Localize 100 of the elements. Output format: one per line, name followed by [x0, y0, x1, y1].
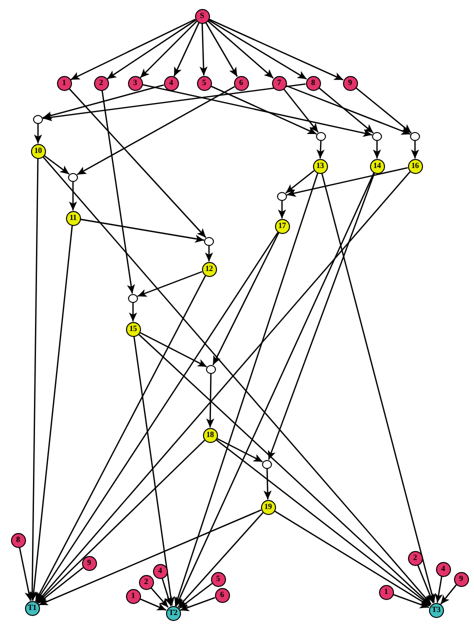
node-circle: 15: [126, 322, 140, 336]
arrow: [80, 218, 204, 243]
arrow: [70, 18, 196, 80]
arrow: [316, 140, 325, 159]
arrow: [216, 438, 263, 462]
arrow: [150, 587, 169, 608]
arrow: [106, 20, 196, 80]
arrow: [76, 86, 235, 176]
arrow: [138, 334, 431, 606]
arrow: [321, 173, 436, 603]
arrow: [38, 509, 262, 606]
arrow: [178, 512, 264, 608]
node-circle: 8: [10, 532, 26, 548]
node-circle: 6: [234, 76, 248, 90]
node-circle: 13: [312, 158, 328, 174]
junction-circle: [33, 114, 43, 124]
node-circle: 1: [56, 76, 72, 90]
arrow: [210, 86, 317, 135]
node-circle: 9: [342, 76, 358, 90]
node-circle: 8: [306, 76, 320, 90]
arrow: [268, 172, 375, 460]
node-circle: 4: [152, 564, 168, 578]
junction-circle: [372, 132, 382, 140]
node-circle: 2: [408, 550, 422, 566]
arrow: [42, 83, 306, 122]
junction-circle: [262, 460, 272, 468]
node-circle: 11: [66, 210, 80, 226]
arrow: [410, 140, 420, 158]
arrow: [372, 140, 382, 158]
arrow: [68, 182, 78, 210]
arrow: [42, 84, 164, 120]
arrow: [178, 582, 212, 610]
node-circle: 2: [94, 76, 108, 90]
arrow: [36, 232, 278, 602]
arrow: [286, 85, 411, 135]
node-circle: 9: [454, 572, 468, 586]
node-circle: 6: [214, 588, 230, 602]
arrow: [204, 246, 214, 262]
junction-circle: [410, 132, 420, 140]
junction-circle: [277, 192, 287, 200]
arrow: [68, 88, 206, 238]
arrow: [440, 584, 457, 605]
arrow: [417, 564, 434, 604]
node-circle: 16: [408, 158, 422, 174]
node-circle: 18: [202, 428, 218, 442]
arrow: [207, 20, 274, 79]
node-circle: 7: [272, 76, 286, 90]
junction-circle: [206, 364, 216, 374]
arrow: [128, 302, 138, 322]
node-circle: 17: [274, 218, 290, 234]
arrow: [162, 578, 172, 606]
node-circle: 4: [436, 562, 450, 576]
arrow: [208, 18, 344, 80]
arrow: [34, 275, 206, 602]
arrow: [205, 22, 238, 77]
arrow: [206, 374, 214, 428]
arrow: [199, 23, 208, 76]
arrow: [286, 167, 408, 197]
arrow: [264, 468, 272, 500]
arrow: [278, 200, 286, 218]
node-circle: 1: [378, 584, 394, 600]
arrow: [142, 84, 372, 137]
arrow: [355, 87, 412, 134]
arrow: [30, 225, 73, 601]
arrow: [140, 598, 166, 611]
arrow: [318, 87, 374, 134]
node-circle: 3: [128, 76, 142, 90]
arrow: [434, 576, 443, 603]
node-circle: T2: [166, 606, 180, 620]
node-circle: 5: [210, 572, 226, 586]
arrow: [137, 271, 202, 297]
arrow: [140, 20, 198, 78]
node-circle: 9: [82, 556, 96, 570]
node-circle: 14: [370, 158, 384, 174]
arrow: [208, 19, 307, 80]
node-circle: 2: [138, 574, 154, 590]
arrow: [139, 332, 207, 368]
arrow: [101, 90, 135, 294]
arrow: [216, 439, 430, 606]
arrow: [34, 124, 42, 144]
arrow: [285, 170, 314, 194]
arrow: [18, 547, 33, 601]
arrow: [174, 22, 200, 76]
node-circle: 5: [196, 76, 212, 90]
arrow: [176, 172, 374, 606]
arrow: [274, 510, 430, 607]
junction-circle: [204, 236, 214, 246]
arrow: [174, 172, 318, 606]
arrow: [28, 158, 39, 600]
node-circle: 19: [260, 500, 276, 514]
junction-circle: [316, 132, 326, 140]
arrow: [133, 336, 175, 606]
arrow: [36, 440, 206, 604]
node-circle: S: [194, 8, 210, 24]
node-circle: T1: [24, 600, 40, 616]
arrow: [212, 232, 280, 366]
arrow: [392, 594, 430, 608]
arrow: [38, 567, 84, 604]
arrow: [44, 154, 70, 175]
arrow: [180, 596, 216, 612]
